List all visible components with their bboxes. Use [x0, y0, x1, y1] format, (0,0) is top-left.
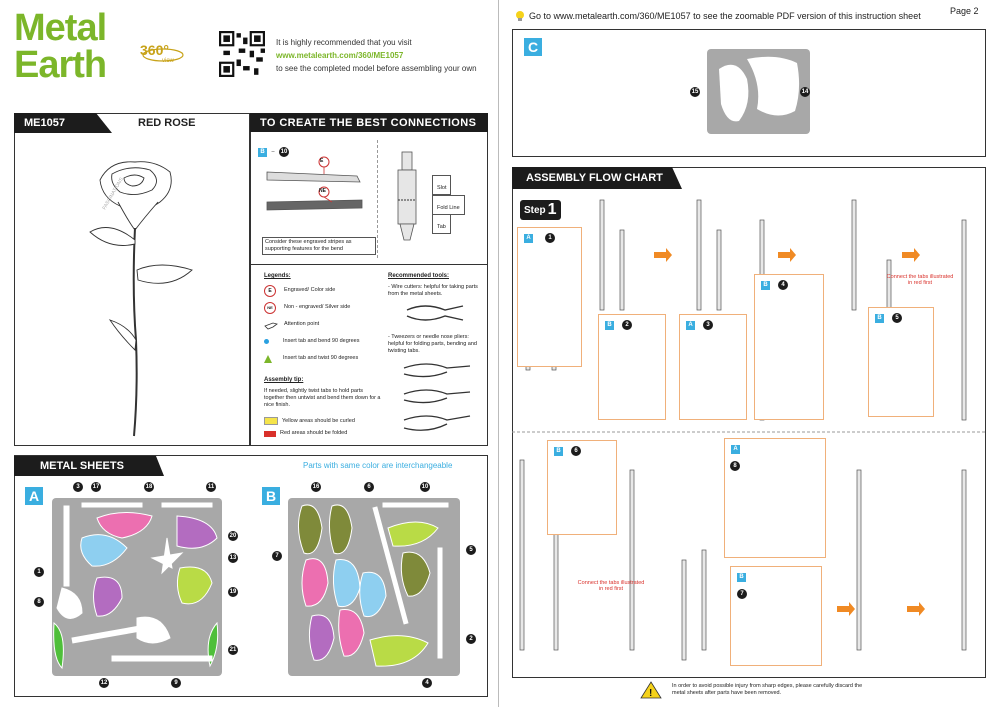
sheet-c-label: C — [524, 38, 542, 56]
orbit-icon — [142, 48, 184, 62]
tools-title: Recommended tools: — [388, 273, 450, 279]
qr-instructions: It is highly recommended that you visit … — [276, 38, 477, 73]
sheet-c-parts — [719, 56, 800, 122]
step-box-b7: B 7 — [730, 566, 822, 666]
zoomable-pdf-hint: Go to www.metalearth.com/360/ME1057 to s… — [515, 10, 921, 22]
step-box-a1: A 1 — [517, 227, 582, 367]
section-divider — [250, 264, 488, 265]
yellow-legend: Yellow areas should be curled — [264, 417, 355, 425]
page-divider — [498, 0, 499, 707]
qr-code[interactable] — [219, 31, 265, 77]
step-box-b6: B 6 — [547, 440, 617, 535]
green-triangle-icon — [264, 354, 272, 363]
label-slot: Slot — [432, 175, 452, 195]
tool-wire-cutters: - Wire cutters: helpful for taking parts… — [388, 284, 478, 297]
legend-item: NE Non - engraved/ Silver side — [264, 301, 382, 314]
assembly-tip-text: If needed, slightly twist tabs to hold p… — [264, 388, 381, 408]
metal-sheets-header: METAL SHEETS — [14, 456, 164, 476]
view-360-badge: 360° view — [140, 42, 186, 66]
step-box-a3: A 3 — [679, 314, 747, 420]
connect-red-note-2: Connect the tabs illustrated in red firs… — [577, 580, 645, 592]
step-box-b2: B 2 — [598, 314, 666, 420]
non-engraved-icon: NE — [264, 301, 276, 314]
step-box-b5: B 5 — [868, 307, 934, 417]
badge-e: E — [320, 158, 324, 164]
connections-panel — [250, 113, 488, 446]
badge-ne: NE — [319, 188, 326, 194]
connect-red-note-1: Connect the tabs illustrated in red firs… — [886, 274, 954, 286]
model-name: RED ROSE — [138, 117, 196, 129]
sheet-a-parts — [53, 502, 219, 670]
step-box-b4: B 4 — [754, 274, 824, 420]
label-tab: Tab — [432, 214, 451, 234]
sheet-b-parts — [298, 502, 449, 667]
assembly-tip-title: Assembly tip: — [264, 377, 304, 383]
legend-item: Insert tab and twist 90 degrees — [264, 352, 382, 365]
legend-item: Insert tab and bend 90 degrees — [264, 335, 382, 348]
warning-icon: ! — [640, 681, 662, 699]
lightbulb-icon — [516, 11, 524, 21]
label-fold-line: Fold Line — [432, 195, 465, 215]
metal-earth-logo: Metal Earth — [14, 7, 107, 86]
step-badge: Step 1 — [520, 200, 561, 220]
sheet-a-label: A — [25, 487, 43, 505]
sheet-b-label: B — [262, 487, 280, 505]
flow-chart-header: ASSEMBLY FLOW CHART — [512, 167, 682, 189]
red-swatch — [264, 430, 276, 437]
legend-item: Attention point — [264, 318, 382, 331]
red-legend: Red areas should be folded — [264, 430, 347, 437]
tool-pliers: - Tweezers or needle nose pliers: helpfu… — [388, 334, 477, 354]
engraved-icon: E — [264, 284, 276, 297]
part-14-callout: 14 — [800, 87, 810, 97]
svg-text:!: ! — [649, 688, 652, 699]
connections-header: TO CREATE THE BEST CONNECTIONS — [250, 113, 488, 132]
connections-divider — [377, 140, 378, 258]
sheet-b — [288, 498, 460, 676]
step-box-a8: A 8 — [724, 438, 826, 558]
interchangeable-note: Parts with same color are interchangeabl… — [303, 461, 453, 470]
page-number: Page 2 — [950, 6, 979, 16]
model-header: ME1057 RED ROSE — [14, 113, 250, 133]
legends-title: Legends: — [264, 273, 291, 279]
connections-note: Consider these engraved stripes as suppo… — [262, 237, 376, 255]
connections-step-ref: B – 10 — [258, 140, 289, 158]
wire-cutters-icon — [406, 305, 464, 321]
part-15-callout: 15 — [690, 87, 700, 97]
yellow-swatch — [264, 417, 278, 425]
safety-warning: ! In order to avoid possible injury from… — [640, 681, 872, 699]
sheet-a — [52, 498, 222, 676]
hand-pointer-icon — [264, 322, 278, 329]
rose-illustration: FASCINATIONS — [89, 161, 193, 437]
pliers-icon — [403, 363, 471, 431]
legend-item: E Engraved/ Color side — [264, 284, 382, 297]
legends-list: E Engraved/ Color side NE Non - engraved… — [264, 284, 382, 365]
connection-detail-diagram — [266, 156, 363, 211]
model-url-link[interactable]: www.metalearth.com/360/ME1057 — [276, 51, 404, 60]
model-code: ME1057 — [24, 117, 65, 129]
blue-dot-icon — [264, 339, 269, 344]
sheet-c — [707, 49, 810, 134]
slot-fold-tab-diagram — [397, 151, 417, 241]
